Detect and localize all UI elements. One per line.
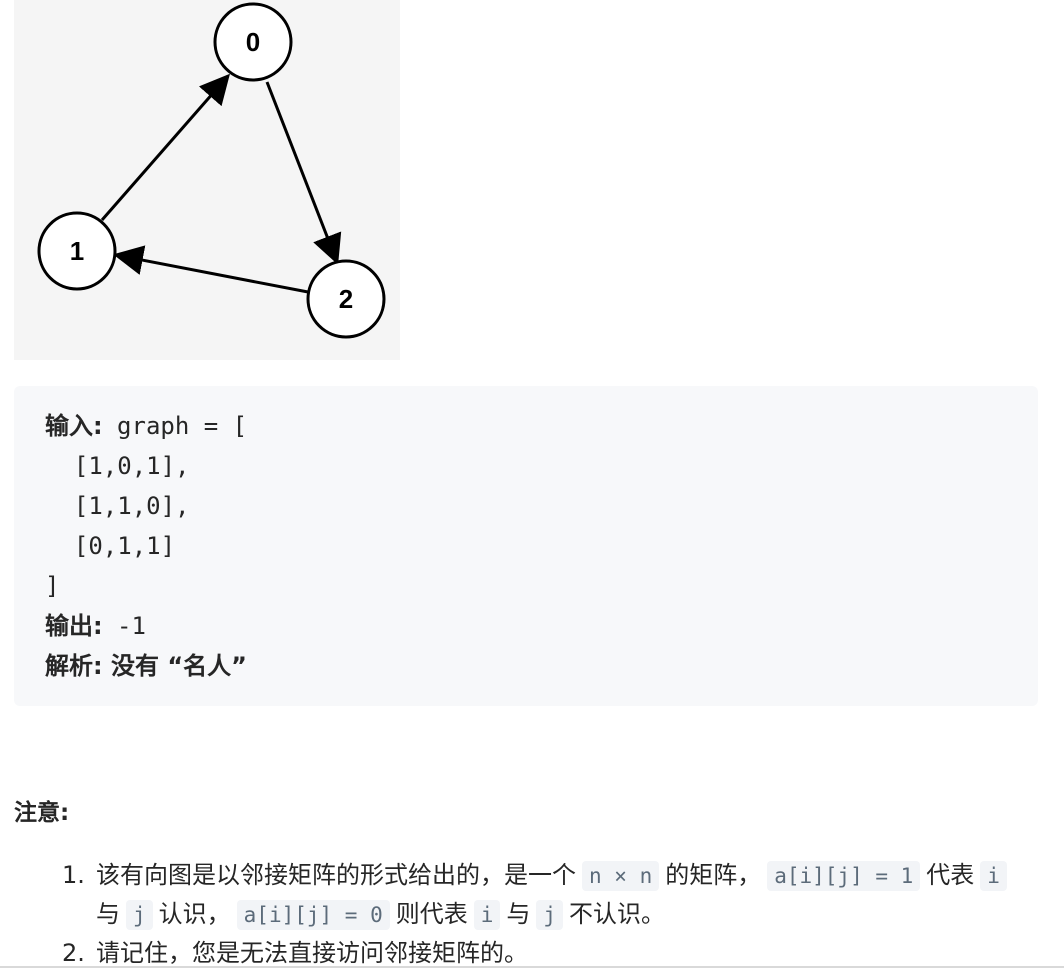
- bottom-divider: [0, 966, 1064, 968]
- node-0: 0: [213, 2, 293, 82]
- input-label: 输入:: [45, 412, 103, 440]
- note-text: 与: [96, 900, 120, 928]
- note-item-2-number: 2.: [62, 939, 85, 967]
- output-line: 输出: -1: [45, 606, 1038, 646]
- matrix-row-1: [1,1,0],: [45, 492, 190, 520]
- note-text: 代表: [926, 861, 975, 889]
- matrix-close: ]: [45, 572, 60, 600]
- inline-code: a[i][j] = 1: [767, 861, 921, 891]
- explain-line: 解析: 没有 “名人”: [45, 646, 1038, 686]
- note-item-1-number: 1.: [62, 861, 85, 889]
- edge-0-to-2: [265, 81, 342, 265]
- example-code-block: 输入: graph = [ [1,0,1], [1,1,0], [0,1,1] …: [14, 386, 1038, 706]
- note-text: 请记住，您是无法直接访问邻接矩阵的。: [96, 939, 528, 967]
- note-text: 不认识。: [569, 900, 666, 928]
- graph-diagram: 0 1 2: [37, 2, 386, 339]
- inline-code: j: [536, 900, 564, 930]
- notes-title: 注意:: [14, 800, 70, 826]
- note-text: 认识，: [158, 900, 231, 928]
- node-2-label: 2: [339, 284, 353, 314]
- note-text: 的矩阵，: [665, 861, 762, 889]
- input-line: 输入: graph = [: [45, 406, 1038, 446]
- note-item-2: 2. 请记住，您是无法直接访问邻接矩阵的。: [62, 934, 1022, 972]
- output-value: -1: [102, 612, 146, 640]
- node-1-label: 1: [70, 236, 84, 266]
- node-0-label: 0: [246, 27, 260, 57]
- input-head: graph = [: [102, 412, 248, 440]
- inline-code: j: [126, 900, 153, 930]
- explain-value: 没有 “名人”: [102, 652, 247, 680]
- note-text: 则代表: [395, 900, 468, 928]
- inline-code: i: [980, 861, 1007, 891]
- edge-2-to-1: [113, 245, 309, 294]
- node-2: 2: [306, 259, 386, 339]
- note-text: 该有向图是以邻接矩阵的形式给出的，是一个: [96, 861, 576, 889]
- output-label: 输出:: [45, 612, 103, 640]
- inline-code: n × n: [582, 861, 660, 891]
- explain-label: 解析:: [45, 652, 103, 680]
- graph-figure: 0 1 2: [14, 0, 400, 360]
- inline-code: i: [473, 900, 501, 930]
- inline-code: a[i][j] = 0: [236, 900, 390, 930]
- note-text: 与: [506, 900, 531, 928]
- node-1: 1: [37, 211, 117, 291]
- matrix-row-2: [0,1,1]: [45, 532, 176, 560]
- matrix-row-0: [1,0,1],: [45, 452, 190, 480]
- edge-1-to-0: [100, 73, 230, 221]
